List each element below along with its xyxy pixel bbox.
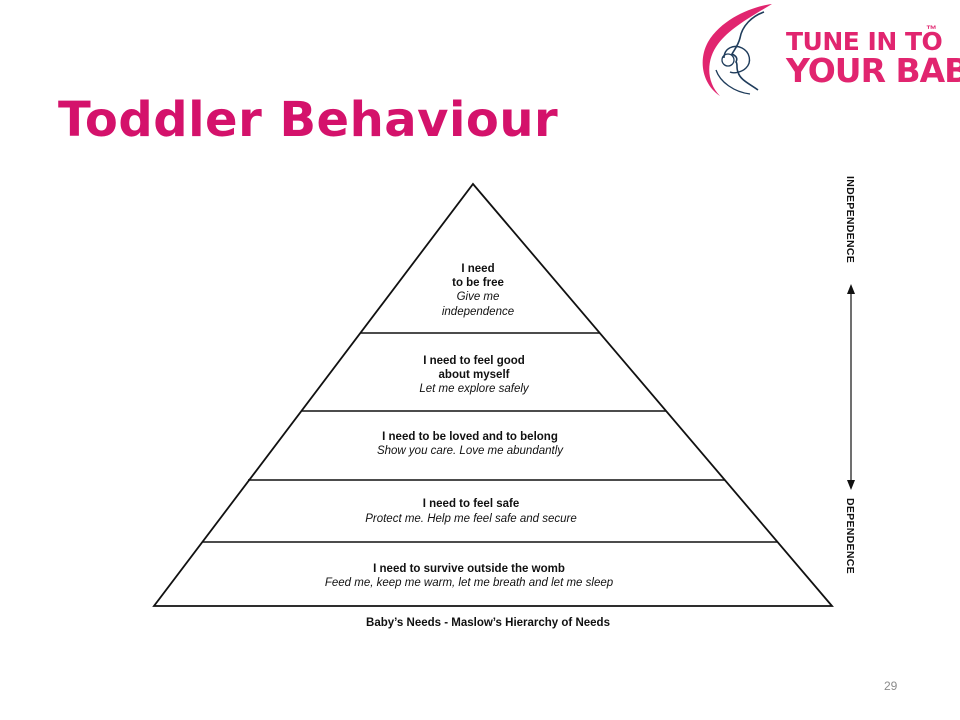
tier-text-line: independence (442, 306, 514, 318)
tier-text-line: I need to survive outside the womb (373, 563, 565, 575)
tier-text-line: Protect me. Help me feel safe and secure (365, 513, 577, 525)
arrow-up-icon (847, 284, 855, 294)
trademark-symbol: ™ (926, 24, 937, 36)
tier-text-line: I need to feel safe (423, 498, 520, 510)
axis-label-dependence: DEPENDENCE (844, 498, 856, 574)
tier-text-line: I need (461, 263, 494, 275)
tier-text-line: Let me explore safely (419, 383, 530, 395)
mother-baby-logo-icon (702, 4, 772, 96)
pyramid-tier-2: I need to feel good about myself Let me … (419, 355, 530, 395)
independence-dependence-axis: INDEPENDENCE DEPENDENCE (844, 176, 856, 574)
tier-text-line: Show you care. Love me abundantly (377, 445, 564, 457)
diagram-caption: Baby’s Needs - Maslow’s Hierarchy of Nee… (366, 617, 610, 629)
logo-line-1: TUNE IN TO (786, 27, 943, 56)
tier-text-line: to be free (452, 277, 504, 289)
tier-text-line: Give me (457, 291, 500, 303)
tier-text-line: about myself (439, 369, 510, 381)
slide-title: Toddler Behaviour (58, 92, 559, 148)
tier-text-line: I need to be loved and to belong (382, 431, 558, 443)
pyramid-tier-5: I need to survive outside the womb Feed … (325, 563, 614, 589)
pyramid-tier-1: I need to be free Give me independence (442, 263, 514, 318)
page-number: 29 (884, 679, 898, 693)
pyramid-tier-3: I need to be loved and to belong Show yo… (377, 431, 564, 457)
axis-label-independence: INDEPENDENCE (844, 176, 856, 263)
tier-text-line: I need to feel good (423, 355, 525, 367)
pyramid-tier-4: I need to feel safe Protect me. Help me … (365, 498, 577, 525)
logo-line-2: YOUR BABY (786, 51, 960, 90)
tune-in-to-your-baby-logo: TUNE IN TO YOUR BABY ™ (694, 0, 960, 105)
tier-text-line: Feed me, keep me warm, let me breath and… (325, 577, 614, 589)
pyramid-outline (152, 182, 834, 607)
arrow-down-icon (847, 480, 855, 490)
